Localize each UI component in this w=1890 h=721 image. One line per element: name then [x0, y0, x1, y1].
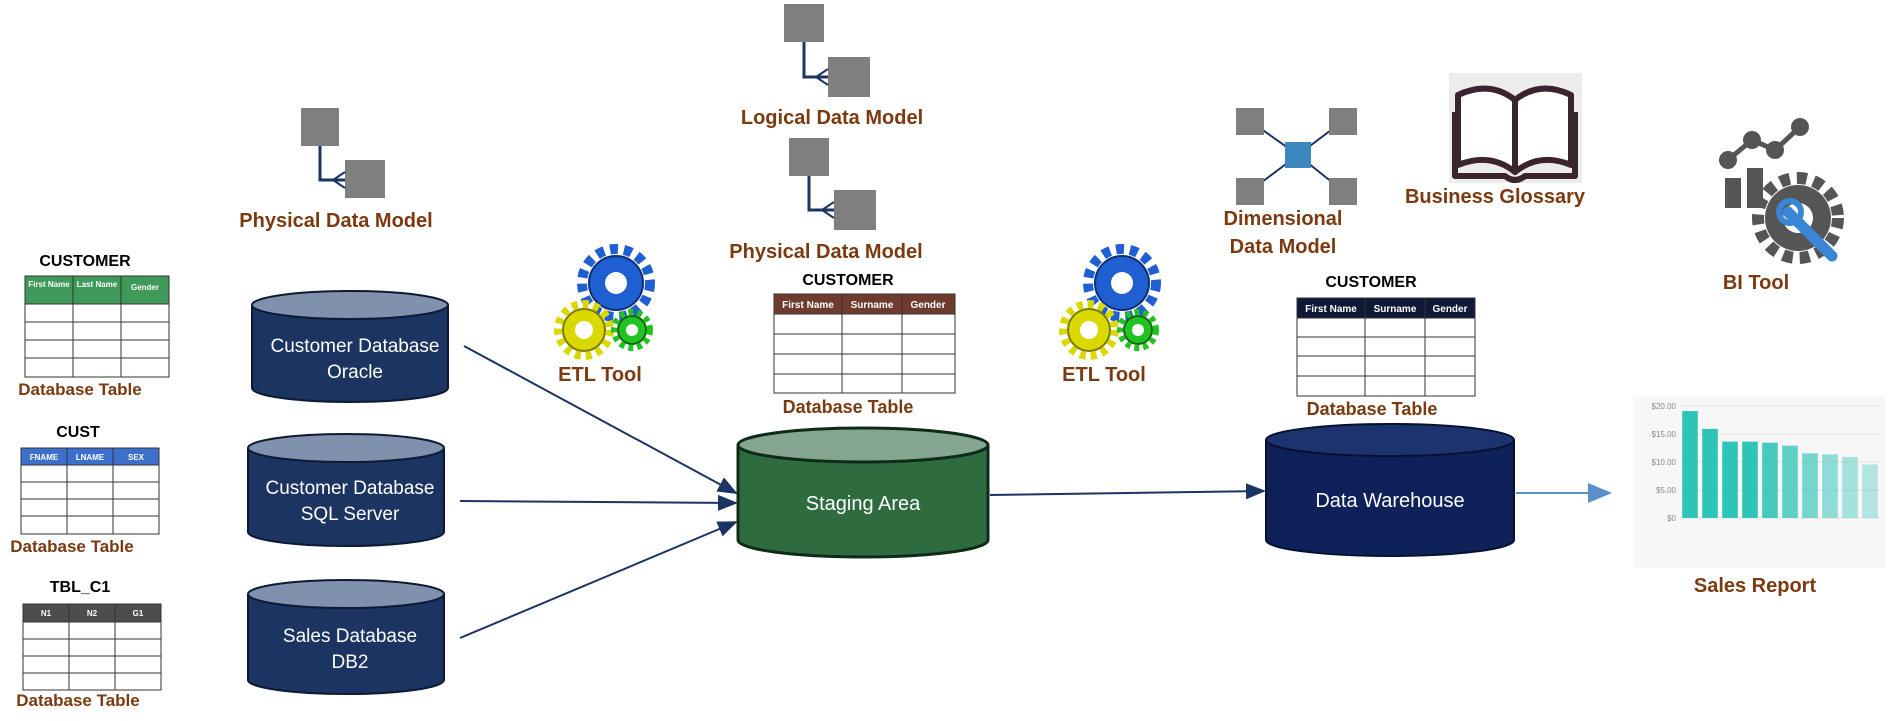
source-table-cust: CUST FNAME LNAME SEX Database Table — [10, 424, 160, 556]
etl-label: ETL Tool — [558, 364, 642, 386]
chart-bar — [1762, 442, 1778, 518]
column-header: First Name — [782, 300, 834, 311]
db-name: Customer Database — [266, 478, 435, 499]
table-caption: Database Table — [783, 397, 914, 417]
column-header: Surname — [851, 300, 894, 311]
column-header: Gender — [131, 283, 159, 292]
table-name: TBL_C1 — [50, 579, 111, 596]
column-header: N1 — [41, 609, 52, 618]
table-grid: FNAME LNAME SEX — [20, 447, 160, 535]
warehouse-table: CUSTOMER First Name Surname Gender Datab… — [1296, 274, 1476, 419]
bi-tool: BI Tool — [1719, 118, 1844, 294]
column-header: First Name — [28, 280, 70, 289]
warehouse-label: Data Warehouse — [1315, 490, 1464, 512]
column-header: Surname — [1374, 304, 1417, 315]
chart-bar — [1682, 411, 1698, 518]
physical-data-model-center: Physical Data Model — [729, 138, 923, 263]
table-grid: First Name Surname Gender — [1296, 297, 1476, 397]
source-table-tbl-c1: TBL_C1 N1 N2 G1 Database Table — [16, 579, 162, 710]
physical-data-model-left: Physical Data Model — [239, 108, 433, 232]
model-label: Physical Data Model — [239, 210, 432, 232]
etl-label: ETL Tool — [1062, 364, 1146, 386]
gears-icon — [1059, 244, 1161, 360]
report-label: Sales Report — [1694, 575, 1817, 597]
db-engine: Oracle — [327, 362, 383, 383]
model-label: Logical Data Model — [741, 107, 923, 129]
etl-tool-left: ETL Tool — [554, 244, 655, 386]
book-icon — [1449, 73, 1582, 183]
y-tick-label: $20.00 — [1652, 402, 1677, 411]
arrow-db2-to-staging — [459, 521, 738, 639]
data-model-icon — [301, 108, 385, 198]
column-header: LNAME — [76, 453, 105, 462]
y-tick-label: $10.00 — [1652, 458, 1677, 467]
db-name: Sales Database — [283, 626, 417, 647]
column-header: FNAME — [30, 453, 59, 462]
business-glossary: Business Glossary — [1405, 73, 1586, 208]
chart-bar — [1742, 441, 1758, 518]
chart-bar — [1722, 441, 1738, 518]
source-db-db2: Sales Database DB2 — [247, 579, 445, 695]
table-caption: Database Table — [16, 691, 139, 710]
table-caption: Database Table — [10, 537, 133, 556]
chart-bar — [1782, 445, 1798, 518]
table-name: CUSTOMER — [802, 272, 894, 289]
staging-label: Staging Area — [806, 493, 921, 515]
column-header: Gender — [1432, 304, 1467, 315]
staging-table: CUSTOMER First Name Surname Gender Datab… — [773, 272, 956, 417]
table-grid: N1 N2 G1 — [22, 603, 162, 691]
table-grid: First Name Last Name Gender — [24, 275, 170, 378]
glossary-label: Business Glossary — [1405, 186, 1586, 208]
sales-report: $20.00 $15.00 $10.00 $5.00 $0 Sales Report — [1633, 396, 1885, 597]
column-header: Last Name — [77, 280, 118, 289]
dimensional-data-model: Dimensional Data Model — [1224, 108, 1357, 258]
db-engine: SQL Server — [301, 504, 400, 525]
table-name: CUSTOMER — [39, 253, 131, 270]
table-name: CUST — [56, 424, 100, 441]
chart-bar — [1862, 464, 1878, 518]
gears-icon — [554, 244, 655, 360]
column-header: N2 — [87, 609, 98, 618]
chart-bar — [1802, 453, 1818, 518]
source-db-oracle: Customer Database Oracle — [251, 290, 449, 403]
column-header: Gender — [910, 300, 945, 311]
chart-bar — [1822, 454, 1838, 518]
etl-tool-right: ETL Tool — [1059, 244, 1161, 386]
data-warehouse-db: Data Warehouse — [1265, 423, 1515, 557]
column-header: First Name — [1305, 304, 1357, 315]
table-caption: Database Table — [1307, 399, 1438, 419]
model-label: Physical Data Model — [729, 241, 922, 263]
arrow-sqlserver-to-staging — [459, 494, 738, 511]
source-table-customer: CUSTOMER First Name Last Name Gender Dat… — [18, 253, 170, 399]
model-label-line2: Data Model — [1230, 236, 1337, 258]
sales-bar-chart: $20.00 $15.00 $10.00 $5.00 $0 — [1652, 402, 1880, 523]
chart-bar — [1702, 428, 1718, 518]
db-name: Customer Database — [271, 336, 440, 357]
db-engine: DB2 — [332, 652, 369, 673]
report-thumbnail — [1633, 396, 1885, 568]
table-name: CUSTOMER — [1325, 274, 1417, 291]
data-model-icon — [789, 138, 876, 230]
star-schema-icon — [1236, 108, 1357, 205]
model-label-line1: Dimensional — [1224, 208, 1343, 230]
column-header: G1 — [133, 609, 144, 618]
staging-area-db: Staging Area — [736, 426, 990, 559]
flow-arrows — [459, 345, 1612, 639]
column-header: SEX — [128, 453, 145, 462]
y-tick-label: $5.00 — [1656, 486, 1677, 495]
analytics-gear-icon — [1719, 118, 1844, 264]
y-tick-label: $0 — [1667, 514, 1676, 523]
chart-bar — [1842, 456, 1858, 518]
y-tick-label: $15.00 — [1652, 430, 1677, 439]
logical-data-model: Logical Data Model — [741, 4, 923, 129]
table-caption: Database Table — [18, 380, 141, 399]
source-db-sql-server: Customer Database SQL Server — [247, 433, 445, 547]
arrow-staging-to-warehouse — [989, 483, 1266, 500]
arrow-oracle-to-staging — [463, 345, 738, 494]
data-model-icon — [784, 4, 870, 97]
bi-label: BI Tool — [1723, 272, 1789, 294]
table-grid: First Name Surname Gender — [773, 293, 956, 394]
